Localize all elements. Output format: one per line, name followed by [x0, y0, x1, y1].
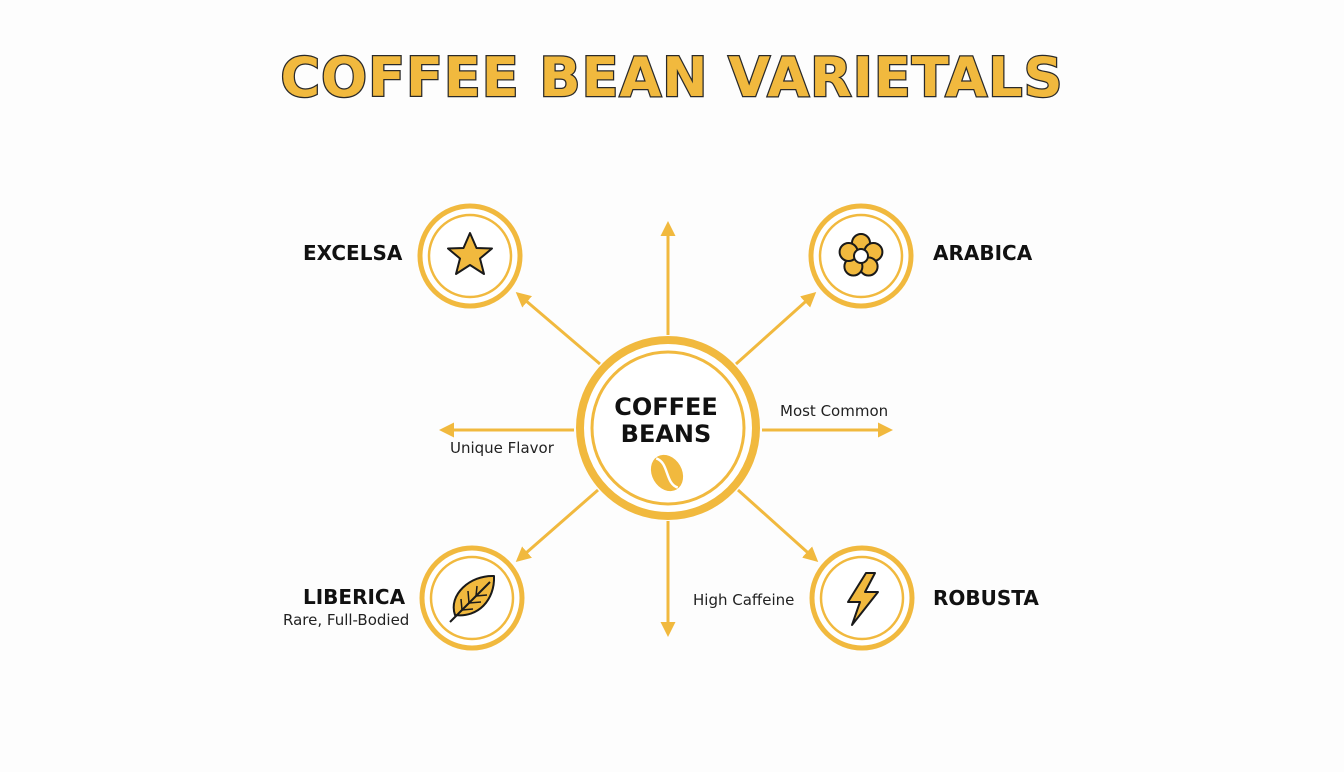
excelsa-label: EXCELSA	[303, 241, 403, 265]
node-robusta	[809, 545, 915, 651]
diagram-title: COFFEE BEAN VARIETALS	[279, 45, 1064, 111]
lightning-icon	[847, 572, 879, 626]
liberica-sublabel: Rare, Full-Bodied	[283, 611, 410, 629]
center-label-line1: COFFEE	[614, 393, 718, 421]
node-arabica	[808, 203, 914, 309]
edge-label-high-caffeine: High Caffeine	[693, 591, 795, 609]
arabica-label: ARABICA	[933, 241, 1033, 265]
node-excelsa	[417, 203, 523, 309]
arrow-to-liberica	[515, 488, 599, 562]
arrow-to-arabica	[734, 291, 817, 366]
edge-label-unique-flavor: Unique Flavor	[450, 439, 554, 457]
liberica-label: LIBERICA	[303, 585, 406, 609]
edge-label-most-common: Most Common	[780, 402, 889, 420]
center-label-line2: BEANS	[620, 420, 712, 448]
coffee-bean-icon	[650, 454, 684, 492]
arrow-to-robusta	[736, 488, 819, 563]
center-node	[576, 336, 760, 520]
node-liberica	[419, 545, 525, 651]
arrow-to-excelsa	[515, 292, 601, 366]
center-label: COFFEE BEANS	[568, 394, 764, 448]
flower-icon	[838, 233, 884, 277]
robusta-label: ROBUSTA	[933, 586, 1039, 610]
leaf-icon	[449, 574, 496, 623]
star-icon	[447, 232, 493, 275]
